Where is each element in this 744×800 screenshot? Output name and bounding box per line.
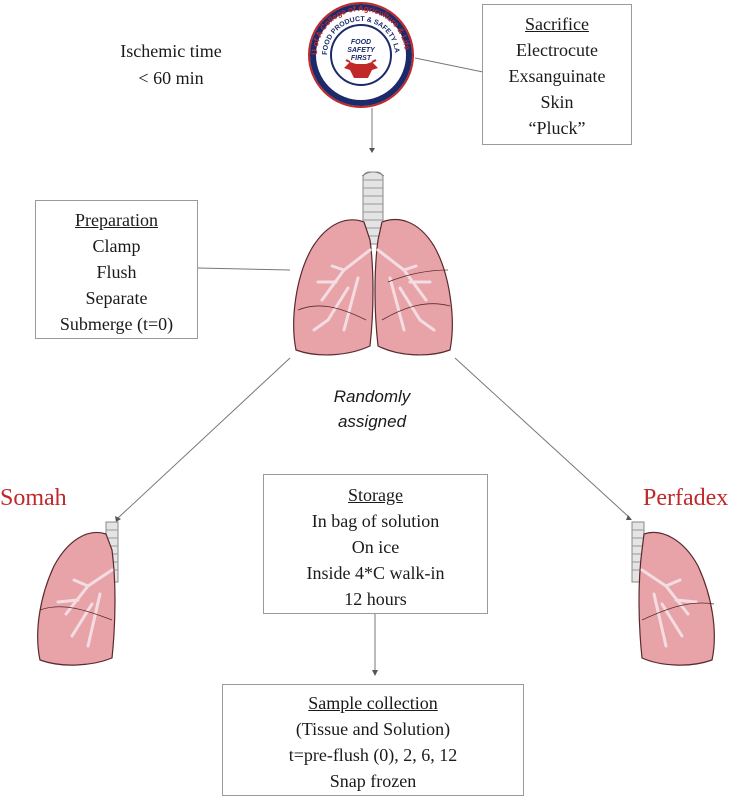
left-lung-icon	[293, 219, 374, 356]
storage-line: 12 hours	[344, 589, 407, 609]
storage-line: On ice	[351, 537, 400, 557]
storage-line: Inside 4*C walk-in	[306, 563, 445, 583]
sample-collection-title: Sample collection	[308, 693, 438, 713]
logo-center-line-1: FOOD	[351, 39, 371, 46]
trachea-icon	[361, 171, 385, 245]
somah-label: Somah	[0, 485, 67, 511]
preparation-step: Flush	[96, 262, 137, 282]
preparation-box: Preparation Clamp Flush Separate Submerg…	[35, 200, 198, 339]
preparation-step: Separate	[85, 288, 148, 308]
prep-to-lungs-line	[197, 267, 291, 271]
perfadex-label: Perfadex	[643, 485, 729, 511]
logo-center-line-3: FIRST	[351, 55, 372, 62]
sample-collection-box: Sample collection (Tissue and Solution) …	[222, 684, 524, 796]
sample-collection-line: Snap frozen	[329, 771, 417, 791]
right-lung-icon	[374, 219, 453, 356]
ischemic-time-label: Ischemic time < 60 min	[96, 38, 246, 92]
logo-to-sacrifice-line	[414, 57, 484, 73]
storage-title: Storage	[348, 485, 403, 505]
sacrifice-step: “Pluck”	[528, 118, 586, 138]
sample-collection-line: t=pre-flush (0), 2, 6, 12	[288, 745, 458, 765]
preparation-step: Submerge (t=0)	[59, 314, 174, 334]
preparation-step: Clamp	[92, 236, 141, 256]
lab-logo: U of A College of Agriculture & Life Sci…	[299, 0, 420, 108]
lungs-to-perfadex-line	[454, 357, 631, 519]
sacrifice-title: Sacrifice	[525, 14, 589, 34]
sacrifice-step: Exsanguinate	[508, 66, 606, 86]
left-lung-icon	[37, 532, 116, 666]
lungs-illustration	[288, 170, 460, 360]
ischemic-time-line-2: < 60 min	[138, 68, 204, 88]
lungs-to-somah-line	[117, 357, 291, 519]
randomly-assigned-line-1: Randomly	[333, 387, 411, 406]
somah-lung-illustration	[32, 520, 132, 670]
ischemic-time-line-1: Ischemic time	[120, 41, 222, 61]
bull-head-icon	[344, 59, 378, 78]
storage-line: In bag of solution	[311, 511, 440, 531]
randomly-assigned-label: Randomly assigned	[310, 384, 434, 434]
storage-box: Storage In bag of solution On ice Inside…	[263, 474, 488, 614]
sacrifice-step: Electrocute	[516, 40, 598, 60]
sacrifice-step: Skin	[540, 92, 574, 112]
randomly-assigned-line-2: assigned	[337, 412, 407, 431]
logo-center-line-2: SAFETY	[347, 47, 376, 54]
preparation-title: Preparation	[75, 210, 158, 230]
right-lung-icon	[638, 532, 715, 666]
sample-collection-line: (Tissue and Solution)	[295, 719, 451, 739]
perfadex-lung-illustration	[628, 520, 728, 670]
sacrifice-box: Sacrifice Electrocute Exsanguinate Skin …	[482, 4, 632, 145]
